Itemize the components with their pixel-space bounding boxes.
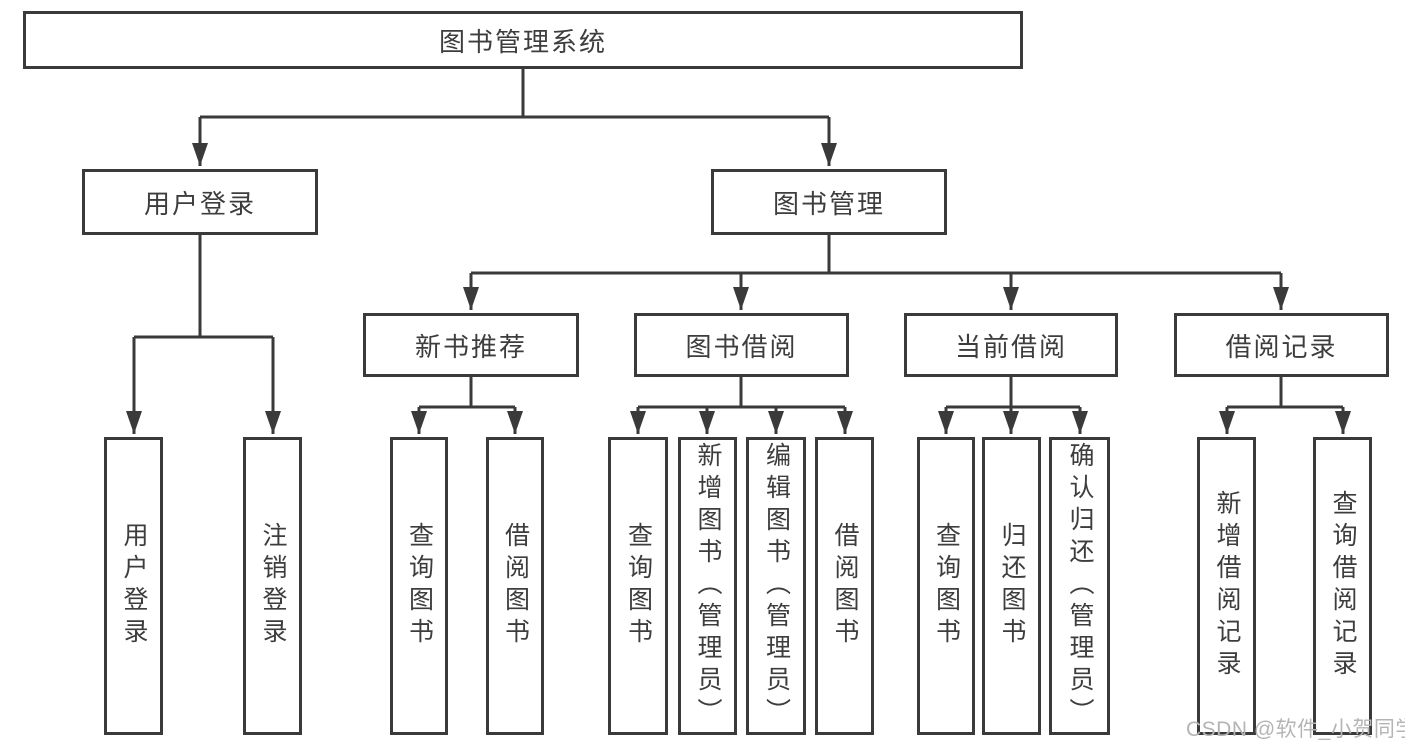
leaf-query-books-recommend: 查询图书 xyxy=(390,437,448,735)
node-book-management: 图书管理 xyxy=(711,169,947,235)
leaf-confirm-return-admin: 确认归还（管理员） xyxy=(1049,437,1110,735)
leaf-logout: 注销登录 xyxy=(243,437,302,735)
node-current-borrowing: 当前借阅 xyxy=(904,313,1118,377)
leaf-query-books-current: 查询图书 xyxy=(917,437,975,735)
leaf-borrow-books-recommend: 借阅图书 xyxy=(486,437,544,735)
node-book-borrowing: 图书借阅 xyxy=(634,313,849,377)
leaf-user-login: 用户登录 xyxy=(104,437,163,735)
leaf-query-borrow-record: 查询借阅记录 xyxy=(1313,437,1372,735)
leaf-return-books: 归还图书 xyxy=(982,437,1041,735)
node-borrowing-records: 借阅记录 xyxy=(1174,313,1389,377)
leaf-add-books-admin: 新增图书（管理员） xyxy=(678,437,737,735)
csdn-watermark: CSDN @软件_小贺同学 xyxy=(1186,718,1405,741)
leaf-borrow-books-borrowing: 借阅图书 xyxy=(815,437,874,735)
node-new-book-recommendation: 新书推荐 xyxy=(363,313,579,377)
node-library-management-system: 图书管理系统 xyxy=(23,11,1023,69)
leaf-query-books-borrowing: 查询图书 xyxy=(608,437,668,735)
leaf-edit-books-admin: 编辑图书（管理员） xyxy=(746,437,806,735)
node-user-login: 用户登录 xyxy=(82,169,318,235)
leaf-add-borrow-record: 新增借阅记录 xyxy=(1197,437,1256,735)
